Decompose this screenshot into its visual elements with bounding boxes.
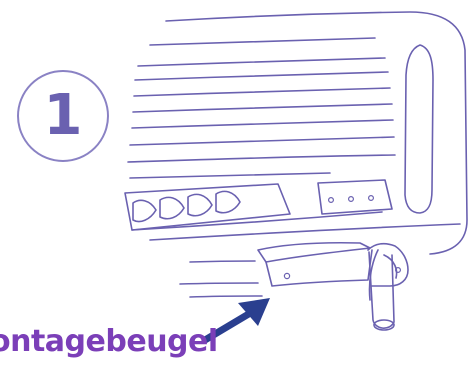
ventilation-lines [127, 37, 396, 298]
projector-bottom-edge [149, 223, 461, 241]
projector-body-outline [165, 11, 468, 255]
intake-fins [124, 183, 383, 231]
callout-arrow [201, 298, 270, 344]
control-panel [317, 179, 393, 215]
projector-side-panel [404, 44, 434, 214]
mounting-bracket-label: ontagebeugel [0, 324, 218, 359]
mounting-bracket [257, 241, 409, 331]
step-number: 1 [43, 83, 83, 148]
step-number-badge: 1 [17, 70, 109, 162]
